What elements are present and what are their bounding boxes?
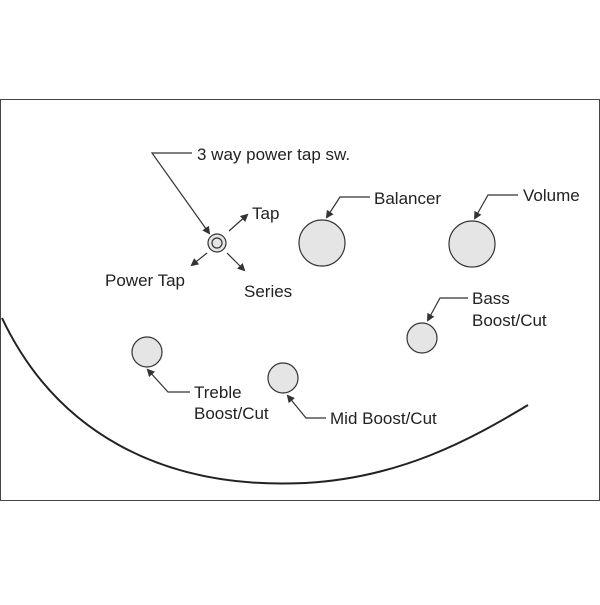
bass-leader bbox=[427, 297, 468, 322]
series-direction-arrow bbox=[226, 252, 246, 272]
treble-knob bbox=[131, 336, 163, 368]
volume-knob bbox=[448, 220, 496, 268]
tap-label: Tap bbox=[252, 204, 279, 223]
volume-leader bbox=[474, 194, 518, 220]
power-tap-switch-label: 3 way power tap sw. bbox=[197, 145, 350, 164]
treble-label-line2: Boost/Cut bbox=[194, 404, 269, 423]
bass-label-line2: Boost/Cut bbox=[472, 311, 547, 330]
mid-label: Mid Boost/Cut bbox=[330, 409, 437, 428]
power-tap-switch-leader bbox=[150, 152, 211, 235]
bass-label-line1: Bass bbox=[472, 289, 510, 308]
treble-label-line1: Treble bbox=[194, 383, 242, 402]
treble-leader bbox=[146, 368, 190, 393]
balancer-label: Balancer bbox=[374, 189, 441, 208]
tap-direction-arrow bbox=[228, 213, 249, 232]
mid-knob bbox=[267, 362, 299, 394]
power-tap-label: Power Tap bbox=[105, 271, 185, 290]
series-label: Series bbox=[244, 282, 292, 301]
mid-leader bbox=[286, 394, 326, 419]
balancer-knob bbox=[298, 219, 346, 267]
balancer-leader bbox=[325, 196, 370, 219]
volume-label: Volume bbox=[523, 186, 580, 205]
bass-knob bbox=[406, 322, 438, 354]
power-tap-direction-arrow bbox=[190, 252, 208, 267]
power-tap-switch-knob-center bbox=[211, 237, 223, 249]
body-outline-curve bbox=[1, 317, 529, 485]
